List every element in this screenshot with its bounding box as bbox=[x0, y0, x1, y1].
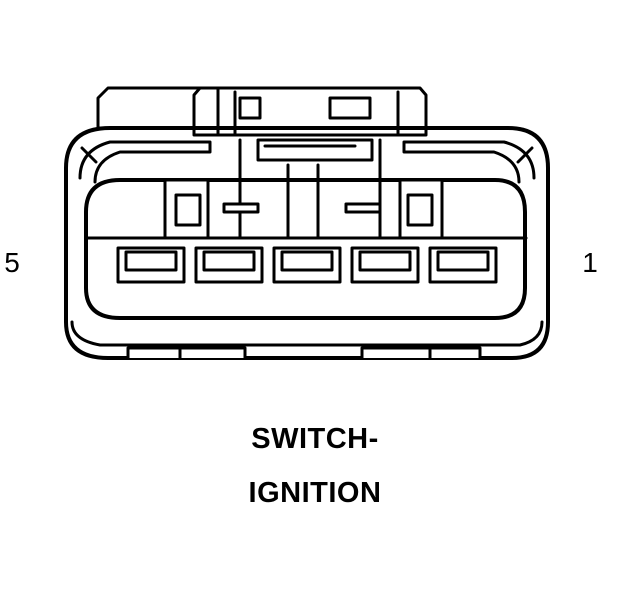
top-latch bbox=[96, 86, 428, 167]
inner-cavity-area bbox=[84, 178, 528, 320]
pin-label-left: 5 bbox=[4, 247, 20, 278]
terminal-cavities bbox=[116, 246, 498, 284]
caption-line-2: IGNITION bbox=[249, 477, 382, 509]
cavity-3 bbox=[272, 246, 342, 284]
connector-shell bbox=[64, 126, 550, 360]
caption-line-1: SWITCH- bbox=[251, 423, 379, 455]
cavity-1 bbox=[428, 246, 498, 284]
bottom-tabs bbox=[126, 346, 482, 360]
internal-keys bbox=[163, 163, 444, 240]
cavity-5 bbox=[116, 246, 186, 284]
cavity-2 bbox=[350, 246, 420, 284]
cavity-4 bbox=[194, 246, 264, 284]
pin-label-right: 1 bbox=[582, 247, 598, 278]
